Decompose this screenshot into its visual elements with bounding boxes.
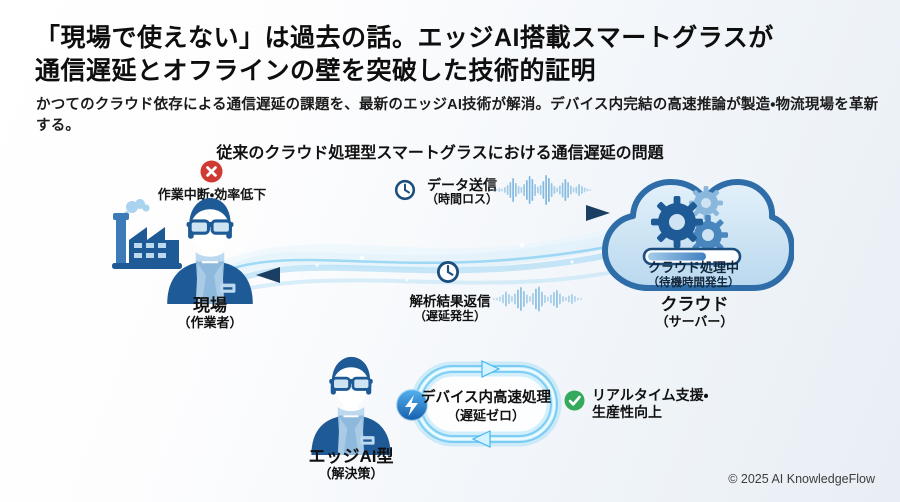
clock-icon (436, 260, 460, 284)
benefit-line1: リアルタイム支援・ (592, 387, 709, 403)
page-title-line2: 通信遅延とオフラインの壁を突破した技術的証明 (35, 56, 597, 85)
edge-sublabel: （解決策） (318, 466, 384, 481)
return-label-block: 解析結果返信 （遅延発生） (395, 294, 505, 323)
loop-arrows-icon (410, 360, 562, 448)
gears-icon (651, 186, 728, 255)
cloud-sublabel: （サーバー） (655, 314, 734, 329)
cloud-status: クラウド処理中 (647, 260, 739, 275)
audio-waveform-icon (493, 286, 582, 312)
audio-waveform-icon (493, 175, 591, 205)
page-subtitle: かつてのクラウド依存による通信遅延の課題を、最新のエッジAI技術が解消。デバイス… (36, 97, 879, 134)
benefit-line2: 生産性向上 (592, 403, 662, 420)
benefit-label: リアルタイム支援・ 生産性向上 (592, 387, 772, 420)
send-sublabel: （時間ロス） (425, 192, 498, 207)
smart-glasses-worker-icon (309, 355, 393, 455)
cloud-status-sub: （待機時間発生） (647, 277, 740, 290)
site-label: 現場 (193, 296, 227, 315)
site-sublabel: （作業者） (177, 315, 243, 330)
lightning-icon (395, 388, 429, 422)
process-sublabel: （遅延ゼロ） (446, 407, 525, 423)
section-title: 従来のクラウド処理型スマートグラスにおける通信遅延の問題 (216, 145, 664, 162)
send-label-block: データ送信 （時間ロス） (412, 177, 512, 207)
cloud-label: クラウド (660, 295, 729, 314)
page-title: 「現場で使えない」は過去の話。エッジAI搭載スマートグラスが 通信遅延とオフライ… (35, 22, 875, 87)
progress-bar (642, 247, 742, 266)
page-title-line1: 「現場で使えない」は過去の話。エッジAI搭載スマートグラスが (35, 24, 774, 52)
error-x-icon (200, 160, 223, 183)
factory-icon (112, 199, 182, 269)
warning-label: 作業中断・効率低下 (157, 187, 267, 202)
smart-glasses-worker-icon (165, 196, 255, 304)
return-label: 解析結果返信 (409, 294, 491, 309)
process-label: デバイス内高速処理 (420, 390, 552, 406)
check-icon (564, 390, 585, 411)
copyright: © 2025 AI KnowledgeFlow (728, 472, 875, 486)
return-sublabel: （遅延発生） (413, 308, 486, 323)
clock-icon (394, 179, 416, 201)
send-label: データ送信 (427, 177, 497, 193)
cloud-status-block: クラウド処理中 （待機時間発生） (606, 260, 781, 290)
process-label-block: デバイス内高速処理 （遅延ゼロ） (418, 390, 554, 424)
upload-dotted-arrow (261, 205, 610, 221)
cloud-server-icon (602, 179, 794, 291)
return-dotted-arrow (256, 267, 605, 283)
edge-label: エッジAI型 (308, 447, 394, 466)
